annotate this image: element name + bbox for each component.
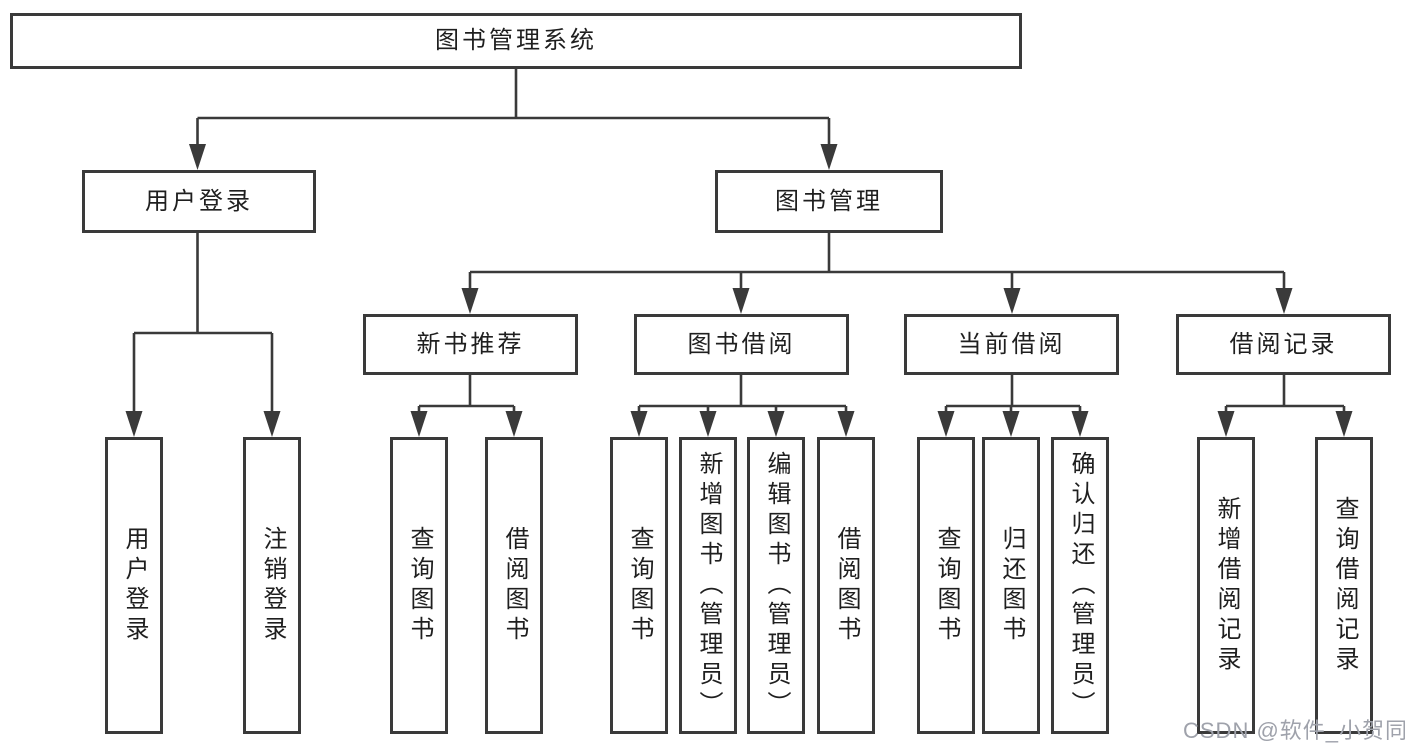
node-book-borrowing: 图书借阅 bbox=[634, 314, 849, 375]
leaf-new-book-query-books: 查询图书 bbox=[390, 437, 448, 734]
node-borrowing-records: 借阅记录 bbox=[1176, 314, 1391, 375]
connector-new-book-to-leaves bbox=[417, 375, 516, 413]
node-new-book-recommendation: 新书推荐 bbox=[363, 314, 578, 375]
node-label: 图书管理系统 bbox=[435, 27, 597, 54]
arrowheads bbox=[125, 144, 1353, 437]
leaf-records-query-borrow-record: 查询借阅记录 bbox=[1315, 437, 1373, 734]
leaf-borrowing-query-books: 查询图书 bbox=[610, 437, 668, 734]
node-book-management: 图书管理 bbox=[715, 170, 943, 233]
node-label: 借阅图书 bbox=[501, 525, 528, 646]
node-root: 图书管理系统 bbox=[10, 13, 1022, 69]
leaf-new-book-borrow-books: 借阅图书 bbox=[485, 437, 543, 734]
node-label: 查询借阅记录 bbox=[1331, 495, 1358, 676]
leaf-current-confirm-return-admin: 确认归还（管理员） bbox=[1051, 437, 1109, 734]
node-label: 查询图书 bbox=[626, 525, 653, 646]
node-label: 图书借阅 bbox=[687, 330, 796, 358]
connector-current-borrowing-to-leaves bbox=[944, 375, 1082, 413]
leaf-current-query-books: 查询图书 bbox=[917, 437, 975, 734]
leaf-borrowing-borrow-books: 借阅图书 bbox=[817, 437, 875, 734]
connector-root-to-level2 bbox=[196, 69, 831, 146]
node-label: 新增图书（管理员） bbox=[695, 450, 722, 721]
node-label: 当前借阅 bbox=[957, 330, 1066, 358]
node-label: 借阅记录 bbox=[1229, 330, 1338, 358]
leaf-records-add-borrow-record: 新增借阅记录 bbox=[1197, 437, 1255, 734]
leaf-borrowing-edit-books-admin: 编辑图书（管理员） bbox=[747, 437, 805, 734]
node-label: 用户登录 bbox=[145, 187, 253, 215]
node-label: 编辑图书（管理员） bbox=[763, 450, 790, 721]
node-current-borrowing: 当前借阅 bbox=[904, 314, 1119, 375]
node-label: 查询图书 bbox=[933, 525, 960, 646]
leaf-user-login: 用户登录 bbox=[105, 437, 163, 734]
leaf-borrowing-add-books-admin: 新增图书（管理员） bbox=[679, 437, 737, 734]
node-label: 查询图书 bbox=[406, 525, 433, 646]
node-label: 新增借阅记录 bbox=[1213, 495, 1240, 676]
node-label: 新书推荐 bbox=[416, 330, 525, 358]
watermark-text: CSDN @软件_小贺同学 bbox=[1183, 718, 1405, 743]
node-label: 借阅图书 bbox=[833, 525, 860, 646]
node-user-login-branch: 用户登录 bbox=[82, 170, 316, 233]
connector-book-borrowing-to-leaves bbox=[637, 375, 848, 413]
node-label: 注销登录 bbox=[259, 525, 286, 646]
connector-book-management-to-level3 bbox=[468, 233, 1286, 290]
node-label: 图书管理 bbox=[775, 187, 883, 215]
node-label: 用户登录 bbox=[121, 525, 148, 646]
node-label: 归还图书 bbox=[998, 525, 1025, 646]
leaf-current-return-books: 归还图书 bbox=[982, 437, 1040, 734]
node-label: 确认归还（管理员） bbox=[1067, 450, 1094, 721]
connector-borrow-records-to-leaves bbox=[1224, 375, 1346, 413]
connector-user-login-to-leaves bbox=[132, 233, 274, 413]
leaf-logout: 注销登录 bbox=[243, 437, 301, 734]
